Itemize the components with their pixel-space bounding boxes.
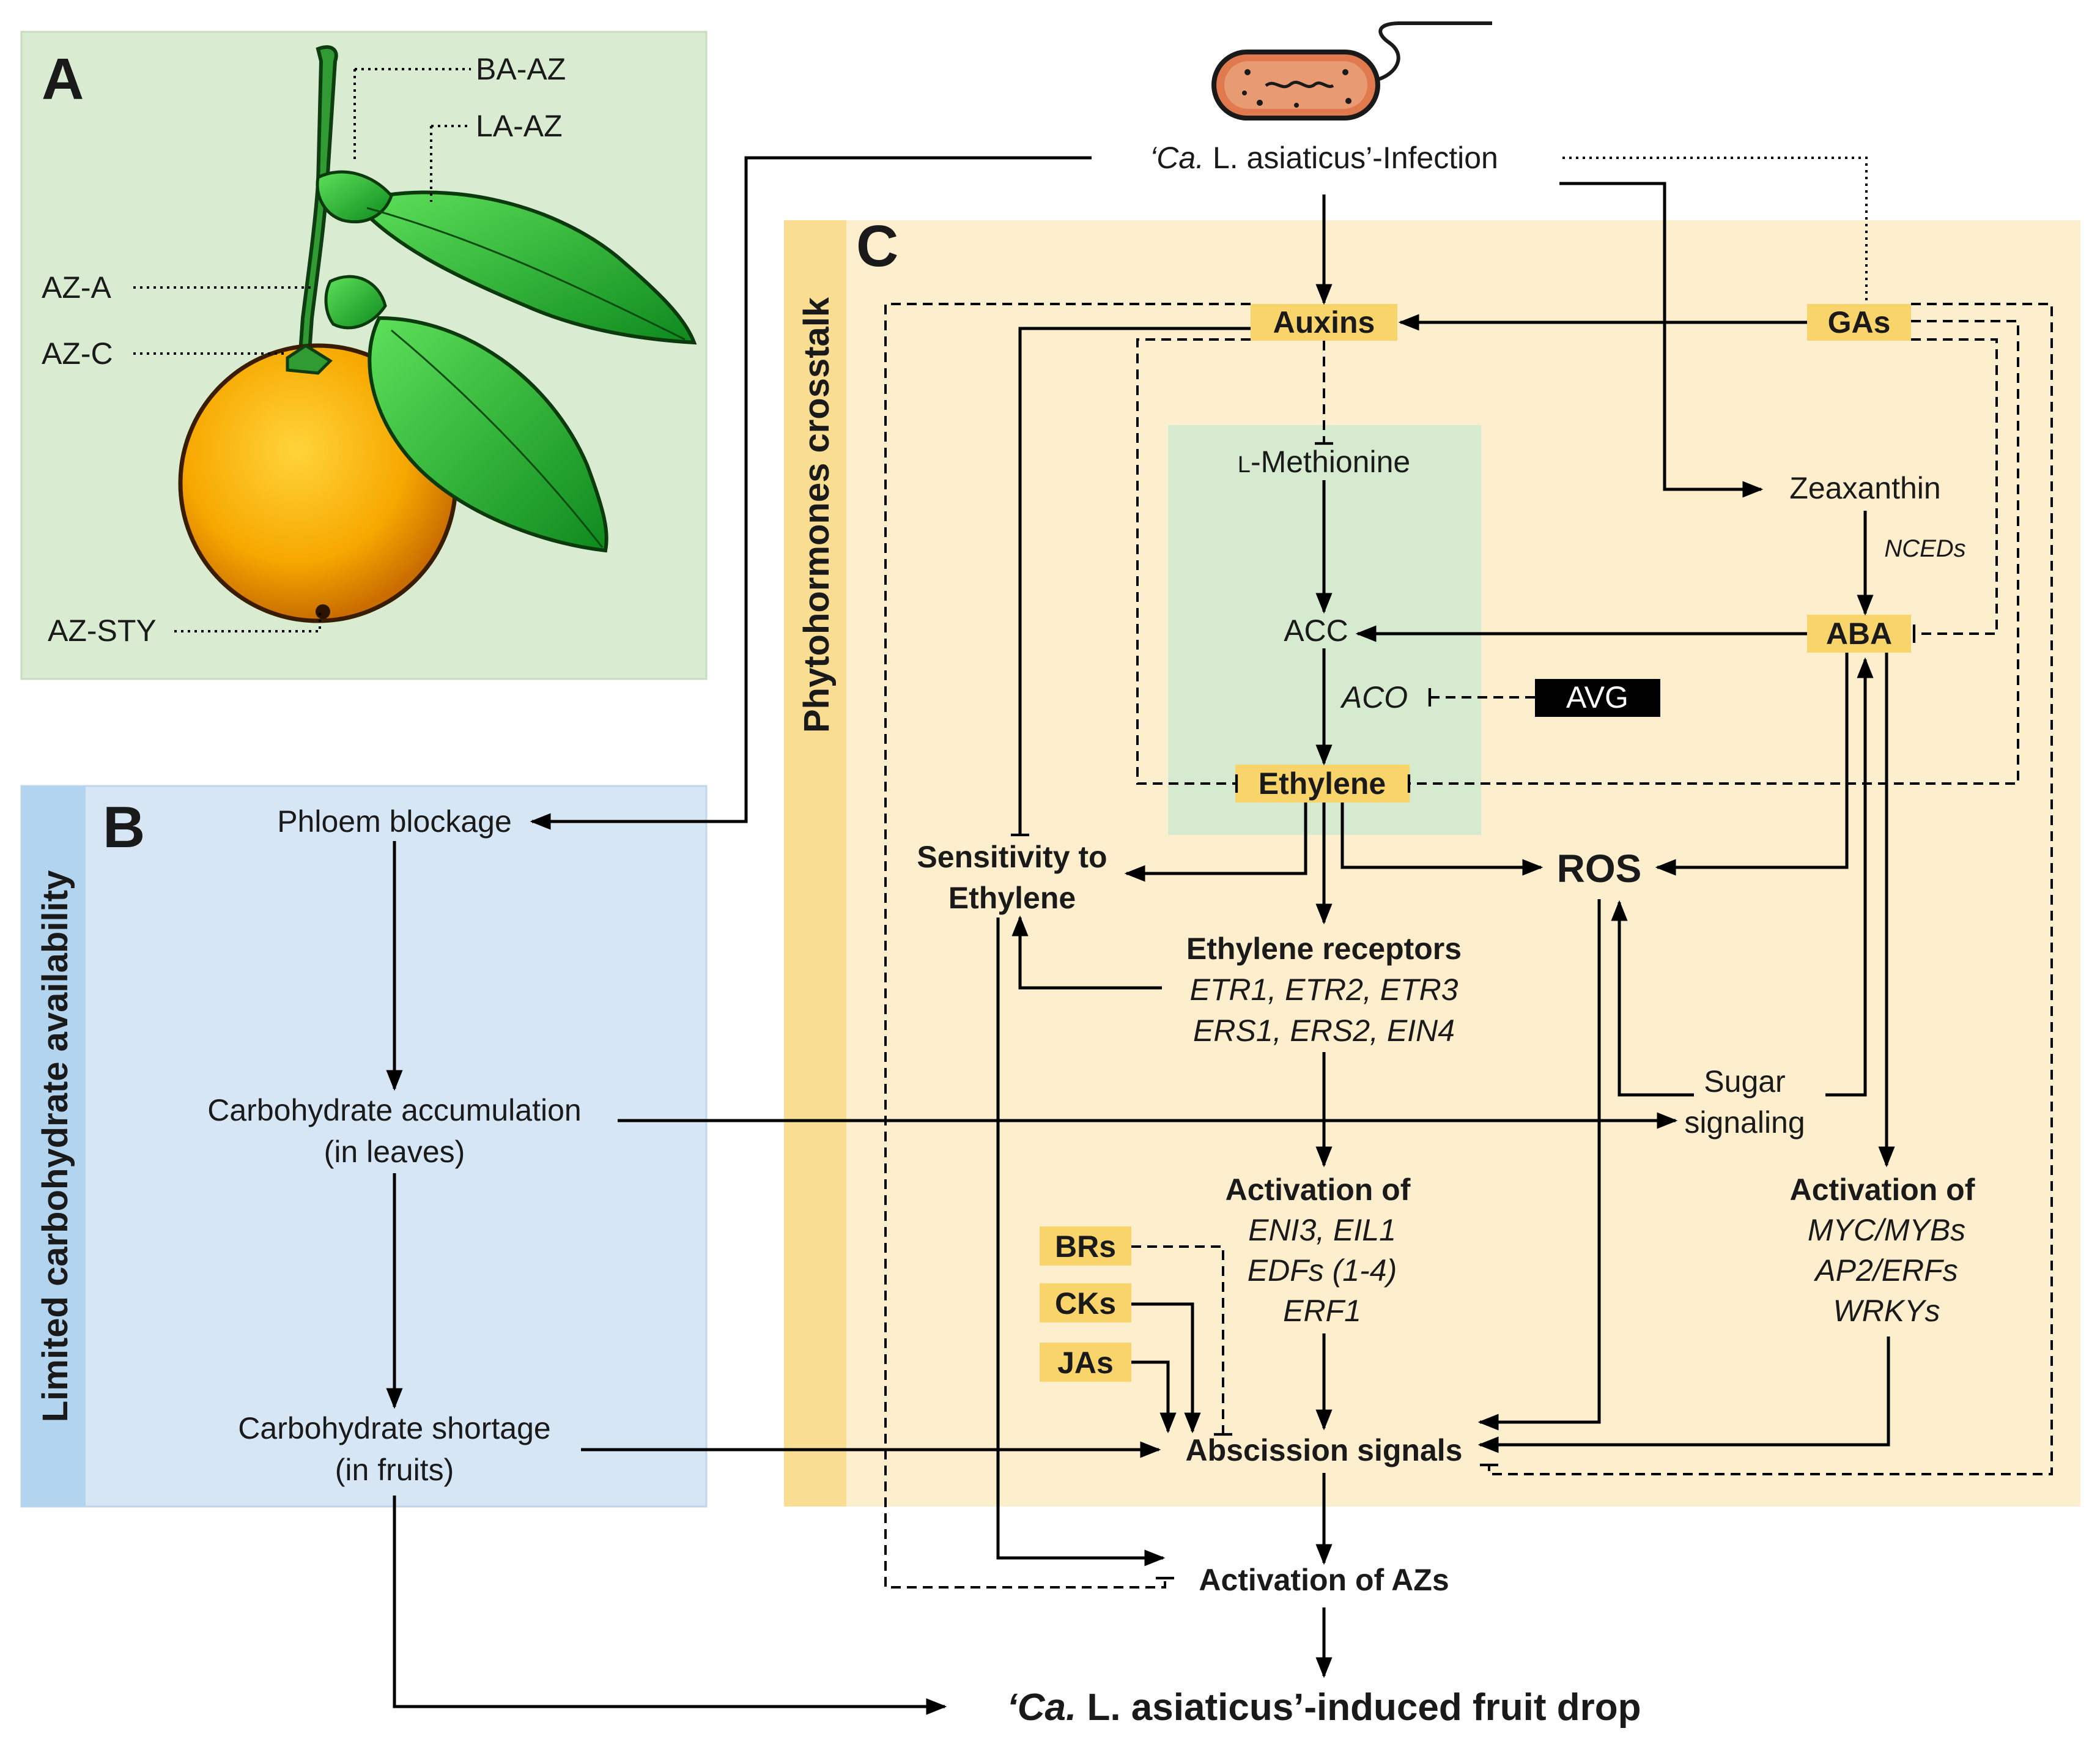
receptors-title: Ethylene receptors xyxy=(1186,932,1462,966)
sensitivity-line2: Ethylene xyxy=(948,881,1076,915)
carb-shortage-line1: Carbohydrate shortage xyxy=(238,1411,550,1445)
label-az-a: AZ-A xyxy=(42,270,112,305)
receptors-line1: ETR1, ETR2, ETR3 xyxy=(1190,973,1459,1007)
abscission-signals: Abscission signals xyxy=(1186,1433,1463,1467)
bacterium-icon xyxy=(1211,21,1492,120)
infection-rest: L. asiaticus’-Infection xyxy=(1204,141,1498,175)
label-az-sty: AZ-STY xyxy=(48,614,157,648)
activation-of-azs: Activation of AZs xyxy=(1199,1563,1449,1597)
small-leaf-2 xyxy=(324,275,387,330)
label-az-c: AZ-C xyxy=(42,336,113,371)
activation-eth-line3: ERF1 xyxy=(1283,1294,1361,1328)
sensitivity-line1: Sensitivity to xyxy=(917,840,1107,874)
gas-label: GAs xyxy=(1828,305,1891,339)
activation-aba-title: Activation of xyxy=(1790,1173,1975,1207)
fruit-drop-prefix: ‘Ca. xyxy=(1007,1686,1077,1729)
infection-to-gas-dotted-line xyxy=(1562,157,1868,303)
aco-label: ACO xyxy=(1340,680,1408,714)
lower-leaf xyxy=(368,316,608,553)
sugar-line2: signaling xyxy=(1684,1105,1805,1140)
leaf-veins xyxy=(366,207,686,548)
carb-accumulation-line2: (in leaves) xyxy=(324,1135,465,1169)
cks-box xyxy=(1040,1283,1131,1322)
carb-shortage-line2: (in fruits) xyxy=(335,1453,454,1487)
gas-box xyxy=(1807,304,1911,341)
avg-label: AVG xyxy=(1566,680,1629,714)
upper-leaf xyxy=(351,190,697,345)
inhibition-connectors xyxy=(884,303,2053,1589)
activation-aba-line3: WRKYs xyxy=(1833,1294,1940,1328)
label-ba-az: BA-AZ xyxy=(476,52,566,86)
panel-b-letter: B xyxy=(103,795,145,860)
jas-label: JAs xyxy=(1057,1346,1114,1380)
fruit-drop-rest: L. asiaticus’-induced fruit drop xyxy=(1076,1686,1641,1729)
panel-c-letter: C xyxy=(856,213,898,279)
activation-aba-line1: MYC/MYBs xyxy=(1808,1213,1965,1247)
panel-b-background xyxy=(20,785,708,1508)
calyx xyxy=(286,344,333,375)
jas-box xyxy=(1040,1343,1131,1382)
receptors-line2: ERS1, ERS2, EIN4 xyxy=(1193,1014,1455,1048)
activation-aba-line2: AP2/ERFs xyxy=(1813,1253,1958,1288)
avg-box xyxy=(1535,679,1660,717)
panel-b-side-strip xyxy=(21,786,86,1507)
panel-c-side-label: Phytohormones crosstalk xyxy=(797,297,837,733)
zeaxanthin-label: Zeaxanthin xyxy=(1789,471,1940,505)
activation-eth-line1: ENI3, EIL1 xyxy=(1248,1213,1396,1247)
activation-eth-line2: EDFs (1-4) xyxy=(1248,1253,1397,1288)
auxins-box xyxy=(1251,304,1397,341)
ethylene-hormone-box xyxy=(1235,765,1410,803)
auxins-label: Auxins xyxy=(1273,305,1375,339)
carb-accumulation-line1: Carbohydrate accumulation xyxy=(207,1093,581,1127)
nceds-label: NCEDs xyxy=(1884,535,1965,562)
activation-eth-title: Activation of xyxy=(1226,1173,1411,1207)
sugar-line1: Sugar xyxy=(1704,1064,1785,1099)
citrus-fruit-illustration xyxy=(178,45,697,623)
acc-label: ACC xyxy=(1284,614,1348,648)
stem xyxy=(297,45,338,363)
infection-label: ‘Ca. L. asiaticus’-Infection xyxy=(1150,141,1498,175)
panel-a-letter: A xyxy=(42,46,84,112)
panel-a-leader-lines xyxy=(133,68,471,632)
fruit-drop-label: ‘Ca. L. asiaticus’-induced fruit drop xyxy=(1007,1686,1641,1729)
label-la-az: LA-AZ xyxy=(476,109,563,143)
phloem-blockage: Phloem blockage xyxy=(277,804,512,839)
panel-b-side-label: Limited carbohydrate availability xyxy=(35,870,75,1423)
infection-prefix: ‘Ca. xyxy=(1150,141,1204,175)
brs-label: BRs xyxy=(1055,1229,1116,1264)
ethylene-label: Ethylene xyxy=(1259,766,1386,801)
methionine-rest: -Methionine xyxy=(1251,445,1410,479)
methionine-prefix: L xyxy=(1238,452,1251,478)
panel-c-side-strip xyxy=(784,220,846,1507)
brs-box xyxy=(1040,1226,1131,1266)
solid-connectors xyxy=(386,156,1895,1715)
aba-label: ABA xyxy=(1826,617,1892,651)
methionine-label: L-Methionine xyxy=(1238,445,1410,479)
ros-label: ROS xyxy=(1557,847,1642,891)
cks-label: CKs xyxy=(1055,1286,1116,1321)
aba-box xyxy=(1807,615,1911,653)
stylar-end xyxy=(316,604,330,619)
